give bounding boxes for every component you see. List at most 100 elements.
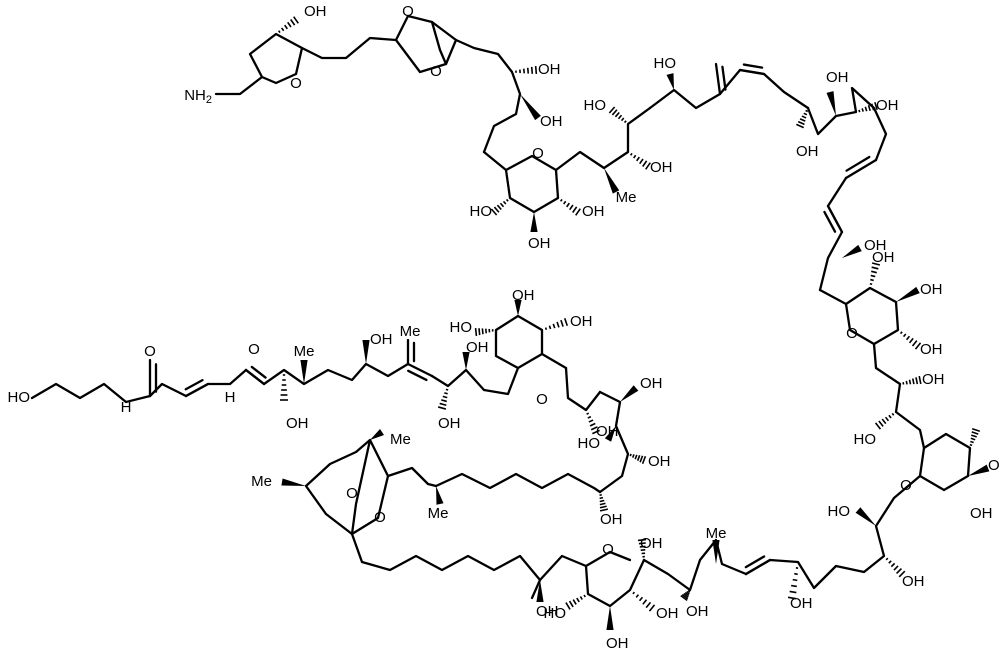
double-bond-inner	[250, 365, 267, 379]
oxygen-label: O	[602, 541, 614, 558]
hydroxyl-label: OH	[922, 371, 945, 388]
oxygen-label: O	[374, 509, 386, 526]
wedge-bond	[604, 168, 620, 194]
chain-p	[244, 362, 410, 386]
double-bond	[184, 382, 210, 398]
wedge-bond	[436, 486, 444, 505]
amine-label: NH2	[184, 87, 212, 106]
hydroxyl-label: OH	[596, 423, 619, 440]
bicyclo-bridge	[350, 438, 372, 536]
wedge-bond	[620, 385, 639, 402]
hash-bond	[515, 65, 538, 75]
wedge-bond	[362, 340, 370, 364]
wedge-bond	[462, 352, 470, 370]
hash-bond	[902, 375, 922, 385]
hydroxyl-label: HO	[854, 431, 877, 448]
double-bond-inner	[184, 379, 204, 391]
oxane-3	[918, 432, 972, 492]
hydroxyl-label: OH	[438, 415, 461, 432]
hydroxyl-label: OH	[988, 457, 1000, 474]
hydroxyl-label: HO	[828, 503, 851, 520]
methyl-label: Me	[400, 323, 421, 340]
hydroxyl-label: OH	[582, 203, 605, 220]
double-bond-inner	[845, 155, 871, 172]
chain-s	[30, 382, 152, 404]
methyl-label: Me	[390, 431, 411, 448]
wedge-bond	[666, 73, 674, 90]
hash-bond	[586, 412, 600, 435]
chain-j	[350, 532, 542, 582]
hydroxyl-label: OH	[370, 331, 393, 348]
methyl-label: Me	[706, 525, 727, 542]
hydroxyl-label: OH	[286, 415, 309, 432]
oxygen-label: O	[346, 485, 358, 502]
pyranose-2	[818, 286, 900, 346]
hash-bond	[787, 567, 799, 600]
oxygen-label: O	[144, 343, 156, 360]
oxygen-label: O	[846, 325, 858, 342]
wedge-bond	[514, 300, 522, 316]
pyranose-4	[584, 550, 646, 608]
hash-bond	[278, 16, 299, 34]
wedge-bond	[300, 360, 308, 384]
chain-c	[648, 68, 810, 110]
wedge-bond	[712, 540, 720, 564]
hash-bond	[885, 557, 906, 578]
hydroxyl-label: HO	[654, 55, 677, 72]
double-bond	[844, 158, 878, 180]
amide-nh-label: H	[225, 389, 236, 406]
wedge-bond	[826, 91, 836, 116]
double-bond	[826, 204, 844, 234]
methyl-label: Me	[294, 343, 315, 360]
hash-bond	[560, 198, 581, 216]
hydroxyl-label: OH	[540, 113, 563, 130]
hash-bond	[490, 198, 509, 216]
wedge-bond	[855, 507, 876, 526]
oxygen-label: O	[290, 75, 302, 92]
wedge-bond	[842, 244, 862, 258]
chain-g	[744, 474, 922, 590]
hydroxyl-label: HO	[8, 389, 31, 406]
hydroxyl-label: OH	[640, 375, 663, 392]
double-bond-inner	[721, 65, 727, 91]
hash-bond	[869, 262, 881, 286]
hydroxyl-label: OH	[536, 603, 559, 620]
double-bond-inner	[407, 369, 428, 382]
double-bond-inner	[823, 210, 837, 233]
double-bond-inner	[744, 555, 766, 569]
hash-bond	[608, 106, 627, 124]
hydroxyl-label: OH	[686, 603, 709, 620]
chain-b	[554, 106, 652, 172]
hydroxyl-label: HO	[544, 605, 567, 622]
hydroxyl-label: OH	[648, 453, 671, 470]
hash-bond	[544, 317, 569, 331]
hydroxyl-label: OH	[970, 505, 993, 522]
chain-l	[434, 472, 602, 494]
double-bond	[244, 368, 266, 386]
hydroxyl-label: HO	[578, 435, 601, 452]
hash-bond	[280, 374, 288, 401]
hydroxyl-label: OH	[640, 535, 663, 552]
hydroxyl-label: OH	[876, 97, 899, 114]
hash-bond	[632, 591, 656, 612]
hydroxyl-label: OH	[570, 313, 593, 330]
hydroxyl-label: OH	[920, 341, 943, 358]
amine-subscript: 2	[206, 94, 212, 106]
hydroxyl-label: OH	[466, 339, 489, 356]
hydroxyl-label: OH	[650, 159, 673, 176]
hydroxyl-label: OH	[656, 605, 679, 622]
hydroxyl-label: OH	[902, 573, 925, 590]
oxygen-label: O	[248, 341, 260, 358]
chain-a	[454, 38, 522, 154]
hydroxyl-label: OH	[920, 281, 943, 298]
chain-h	[642, 538, 748, 592]
pyranose-5	[494, 314, 568, 370]
hydroxyl-label: OH	[790, 595, 813, 612]
hydroxyl-label: HO	[584, 97, 607, 114]
chain-r	[148, 382, 188, 398]
double-bond	[406, 362, 434, 378]
bond-layer	[30, 14, 990, 630]
hydroxyl-label: OH	[538, 61, 561, 78]
chain-e	[818, 176, 848, 292]
